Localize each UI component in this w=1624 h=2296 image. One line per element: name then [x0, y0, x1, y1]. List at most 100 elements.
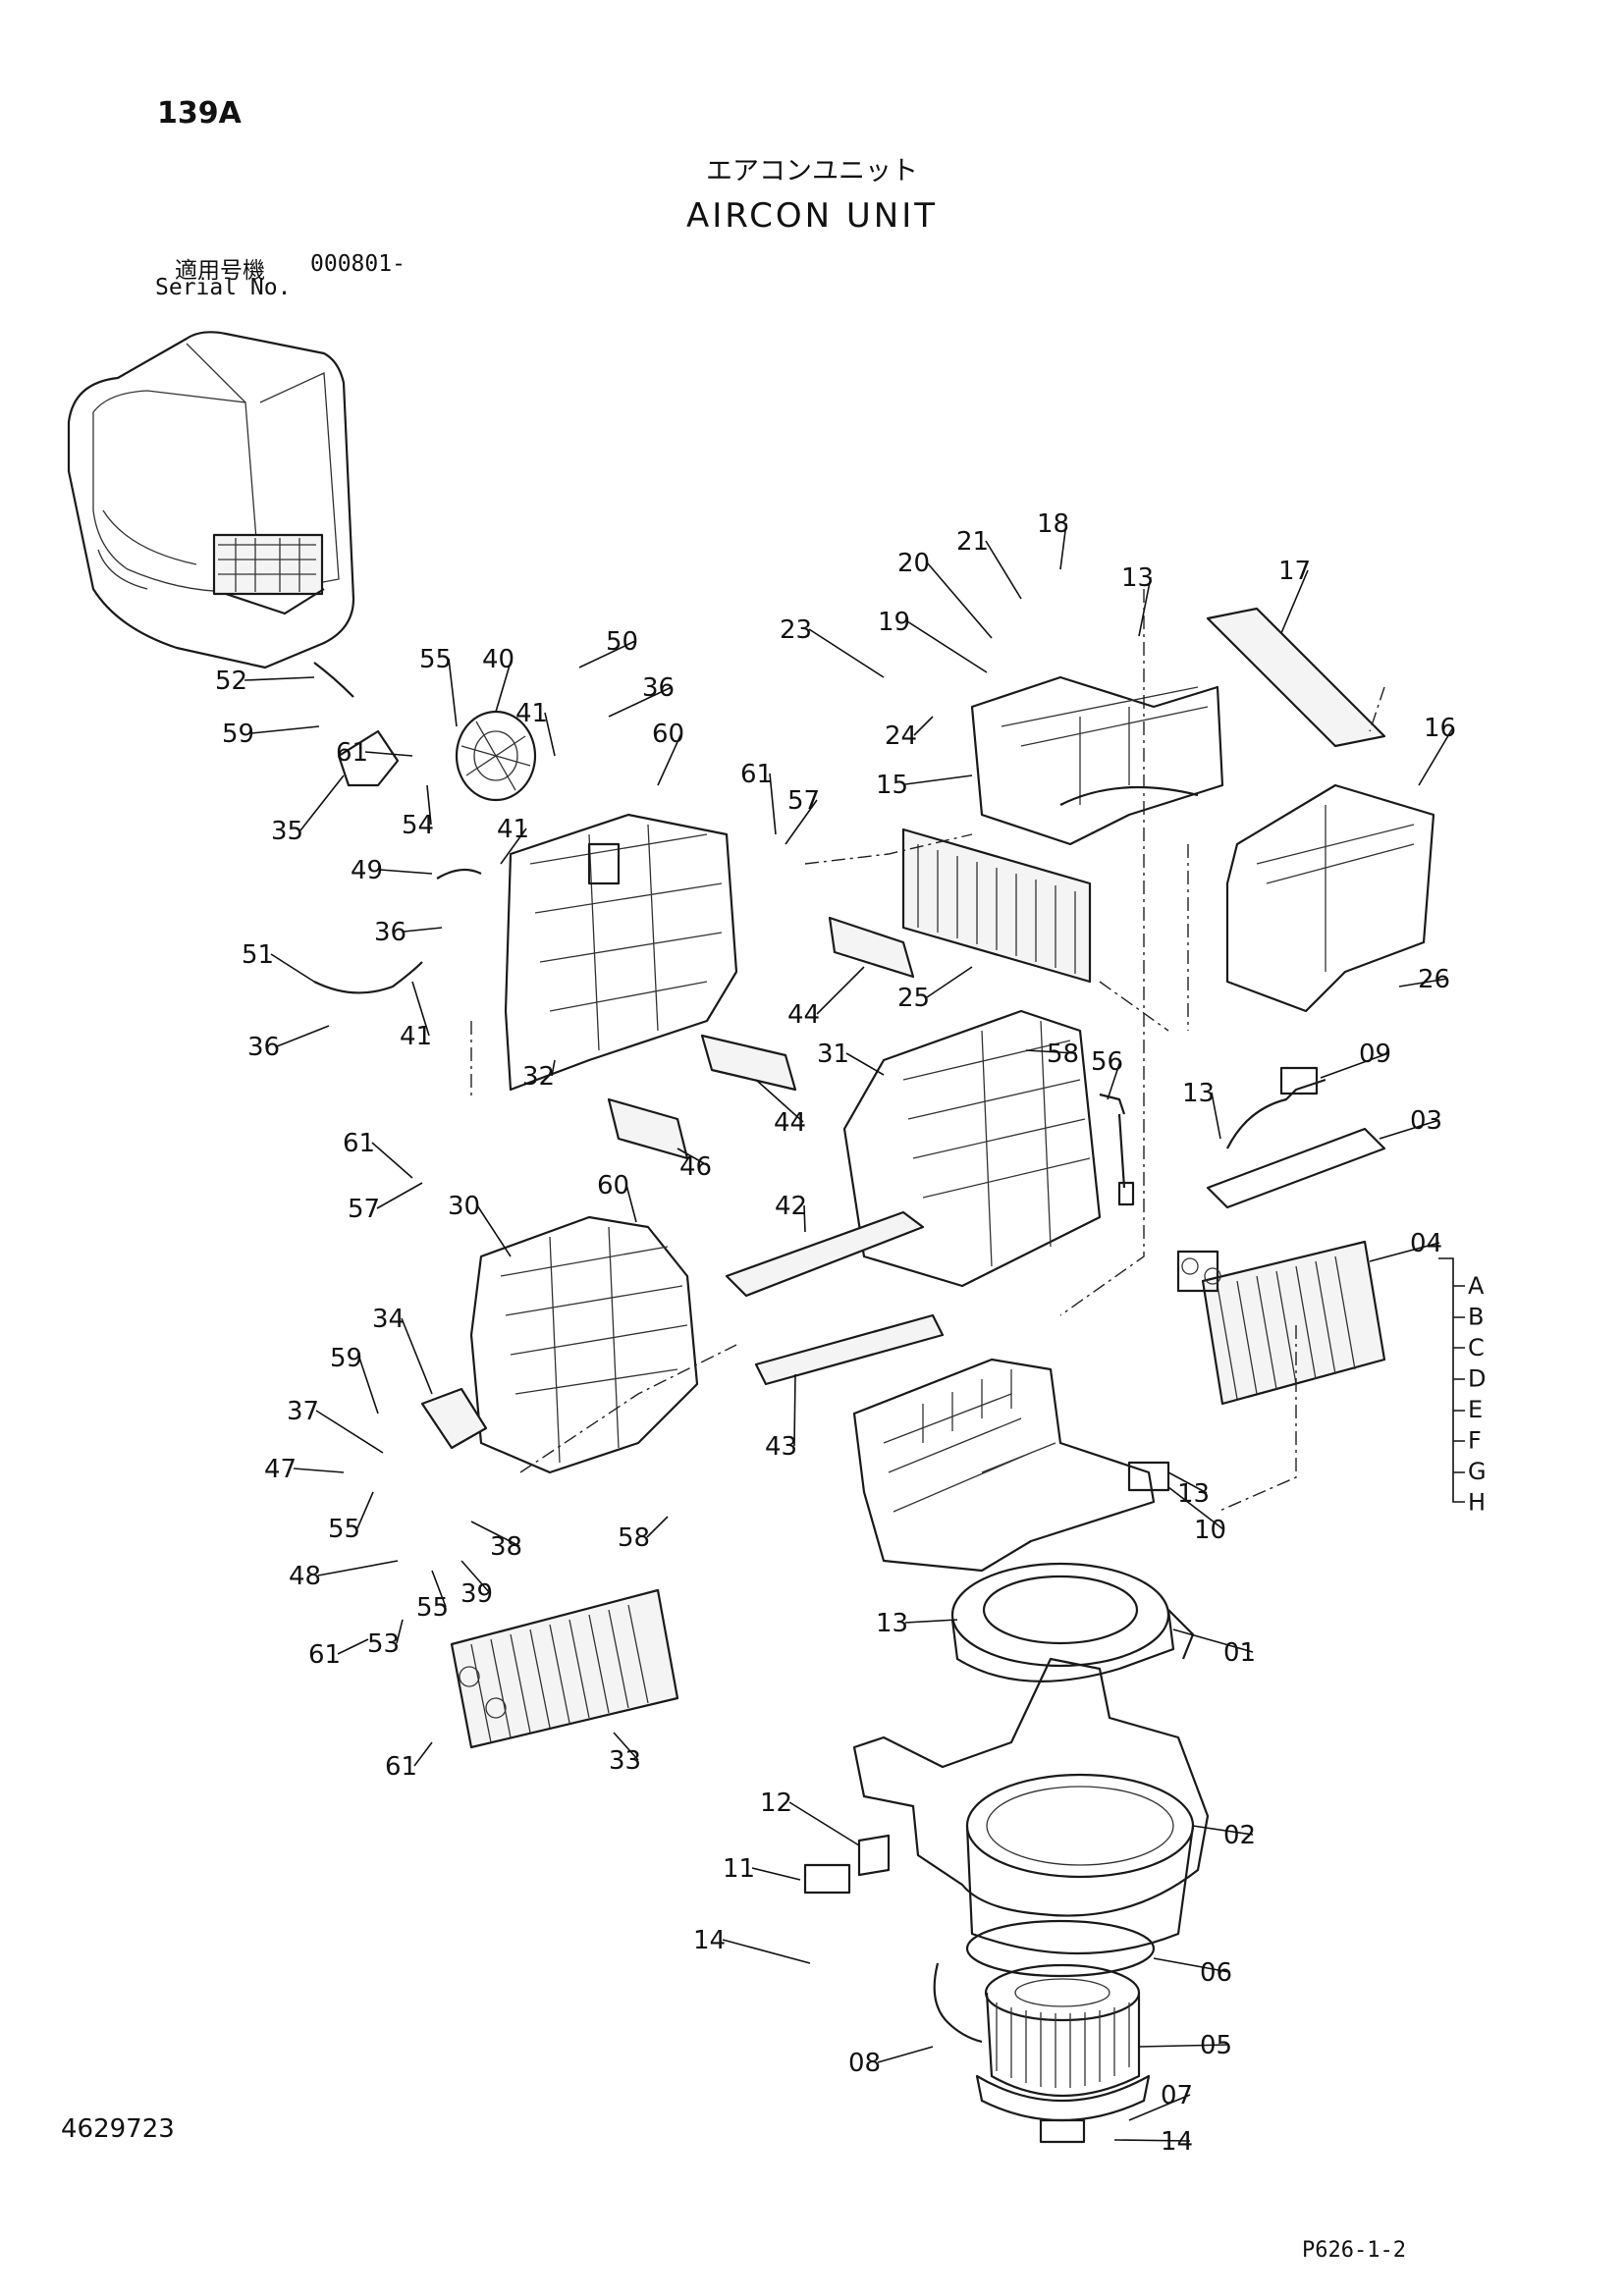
- page-title: AIRCON UNIT: [685, 196, 939, 236]
- callout-label-15: 15: [876, 771, 908, 800]
- callout-label-14: 14: [693, 1926, 726, 1955]
- callout-label-61: 61: [385, 1752, 417, 1782]
- callout-label-44: 44: [774, 1108, 806, 1138]
- evaporator-core: [1176, 1240, 1386, 1406]
- callout-leader-36: [276, 1025, 330, 1047]
- callout-leader-59: [250, 725, 320, 734]
- heater-case-upper: [842, 1009, 1102, 1288]
- callout-label-19: 19: [878, 608, 910, 637]
- callout-label-53: 53: [367, 1629, 400, 1659]
- rod-52: [313, 662, 354, 698]
- callout-leader-13: [1138, 576, 1152, 637]
- callout-label-44: 44: [787, 1000, 820, 1030]
- callout-labels: 0102030405060708091011121313131314141516…: [215, 509, 1456, 2157]
- callout-leader-25: [926, 966, 973, 998]
- callout-label-24: 24: [885, 721, 917, 751]
- assembly-lines: [470, 589, 1385, 1513]
- cab-overview-illustration: [67, 331, 355, 669]
- blower-lower-case: [852, 1657, 1210, 1955]
- callout-leader-51: [270, 953, 315, 983]
- callout-label-03: 03: [1410, 1106, 1442, 1136]
- callout-leader-42: [803, 1204, 806, 1233]
- callout-label-12: 12: [760, 1789, 792, 1818]
- harness-51: [313, 961, 423, 994]
- callout-label-11: 11: [723, 1854, 755, 1884]
- callout-label-41: 41: [515, 699, 548, 728]
- blower-upper-case: [950, 1562, 1195, 1682]
- blower-fan-motor: [975, 1963, 1151, 2144]
- callout-label-36: 36: [642, 673, 675, 703]
- callout-label-13: 13: [1182, 1079, 1215, 1108]
- callout-label-55: 55: [416, 1593, 449, 1623]
- callout-leader-47: [293, 1468, 345, 1473]
- callout-label-55: 55: [419, 645, 452, 674]
- callout-leader-04: [1369, 1242, 1440, 1262]
- heater-core: [450, 1588, 679, 1749]
- lever-35: [337, 729, 400, 787]
- callout-leader-61: [371, 1142, 413, 1179]
- callout-leader-60: [625, 1184, 637, 1223]
- callout-leader-61: [413, 1741, 433, 1767]
- thermistor-56: [1099, 1093, 1126, 1189]
- thermistor-connector: [1117, 1181, 1135, 1206]
- callout-label-55: 55: [328, 1515, 360, 1544]
- callout-leader-61: [337, 1638, 369, 1655]
- callout-leader-58: [1025, 1049, 1077, 1054]
- callout-label-41: 41: [400, 1022, 432, 1051]
- callout-leader-50: [578, 640, 636, 668]
- door-44-lower: [700, 1034, 797, 1092]
- callout-label-57: 57: [787, 786, 820, 816]
- variant-letter-e: E: [1468, 1396, 1483, 1423]
- variant-letter-b: B: [1468, 1304, 1484, 1331]
- callout-label-04: 04: [1410, 1229, 1442, 1258]
- callout-leader-53: [396, 1619, 404, 1644]
- callout-label-47: 47: [264, 1455, 297, 1484]
- callout-leader-61: [364, 751, 413, 757]
- callout-leader-11: [751, 1867, 801, 1881]
- actuator-34: [420, 1387, 488, 1450]
- callout-label-17: 17: [1278, 557, 1311, 586]
- sheet-reference: P626-1-2: [1302, 2238, 1406, 2263]
- callout-leader-14: [1113, 2139, 1191, 2142]
- callout-label-36: 36: [374, 918, 406, 947]
- callout-label-20: 20: [897, 549, 930, 578]
- variant-letter-h: H: [1468, 1489, 1486, 1517]
- serial-range: 000801-: [310, 251, 406, 277]
- callout-leader-56: [1107, 1060, 1121, 1100]
- callout-leader-57: [785, 799, 818, 845]
- door-46: [607, 1097, 689, 1160]
- callout-leaders: [244, 522, 1454, 2142]
- callout-leader-09: [1320, 1052, 1389, 1079]
- callout-label-26: 26: [1418, 965, 1450, 994]
- callout-leader-36: [403, 927, 443, 933]
- callout-leader-31: [845, 1052, 885, 1076]
- callout-leader-48: [317, 1560, 399, 1576]
- callout-leader-41: [500, 828, 527, 865]
- callout-leader-08: [877, 2046, 934, 2063]
- callout-label-46: 46: [679, 1152, 712, 1182]
- callout-label-08: 08: [848, 2049, 881, 2078]
- callout-leader-18: [1059, 522, 1067, 570]
- upper-case-left: [504, 813, 738, 1092]
- callout-label-42: 42: [775, 1192, 807, 1221]
- callout-label-50: 50: [606, 627, 638, 657]
- serial-label-japanese: 適用号機: [175, 258, 265, 284]
- callout-leader-24: [913, 716, 934, 736]
- callout-leader-46: [677, 1148, 710, 1167]
- callout-leader-35: [299, 774, 345, 831]
- callout-leader-40: [495, 658, 513, 713]
- callout-leader-41: [544, 712, 556, 757]
- callout-leader-55: [448, 658, 458, 727]
- callout-leader-60: [657, 732, 682, 786]
- callout-leader-41: [411, 981, 430, 1037]
- page-code: 139A: [157, 96, 242, 131]
- callout-label-37: 37: [287, 1397, 319, 1426]
- callout-label-43: 43: [765, 1432, 797, 1462]
- blower-ring: [965, 1919, 1156, 1978]
- callout-leader-23: [808, 628, 885, 678]
- callout-label-10: 10: [1194, 1516, 1226, 1545]
- callout-label-48: 48: [289, 1562, 321, 1591]
- callout-label-49: 49: [351, 856, 383, 885]
- variant-letter-g: G: [1468, 1458, 1487, 1485]
- callout-leader-13: [1167, 1471, 1208, 1494]
